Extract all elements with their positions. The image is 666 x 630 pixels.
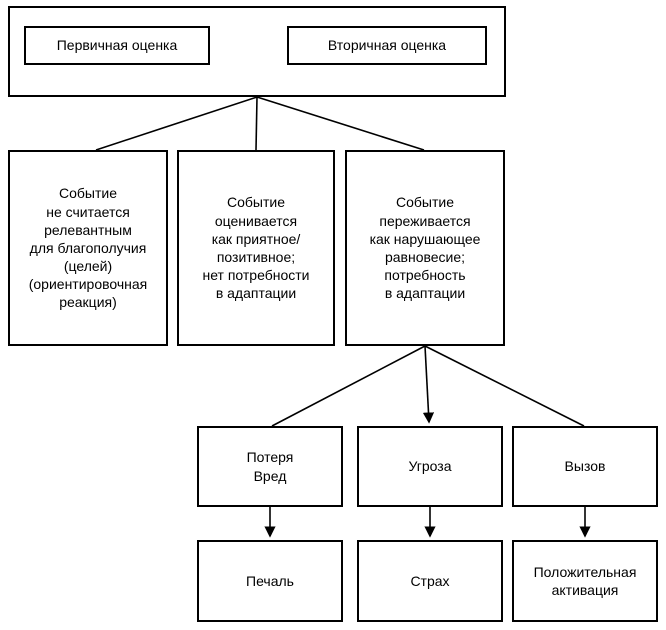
primary-appraisal-box: Первичная оценка — [24, 26, 210, 65]
primary-appraisal-label: Первичная оценка — [56, 37, 178, 54]
loss-harm-box: Потеря Вред — [197, 426, 343, 507]
secondary-appraisal-box: Вторичная оценка — [287, 26, 487, 65]
sadness-label: Печаль — [246, 572, 294, 589]
line-to-not-relevant — [95, 96, 258, 151]
line-to-loss — [271, 345, 426, 427]
positive-activation-box: Положительная активация — [512, 540, 658, 622]
arrow-to-threat — [422, 345, 435, 424]
threat-label: Угроза — [408, 458, 452, 475]
challenge-box: Вызов — [512, 426, 658, 507]
line-to-pleasant — [255, 96, 258, 151]
event-pleasant-label: Событие оценивается как приятное/ позити… — [202, 194, 310, 302]
secondary-appraisal-label: Вторичная оценка — [327, 37, 447, 54]
loss-harm-label: Потеря Вред — [246, 449, 294, 484]
challenge-label: Вызов — [564, 458, 606, 475]
line-to-challenge — [424, 345, 585, 427]
threat-box: Угроза — [357, 426, 503, 507]
event-disturbing-box: Событие переживается как нарушающее равн… — [345, 150, 505, 346]
event-disturbing-label: Событие переживается как нарушающее равн… — [369, 194, 481, 302]
fear-box: Страх — [357, 540, 503, 622]
positive-activation-label: Положительная активация — [533, 563, 637, 598]
fear-label: Страх — [410, 572, 450, 589]
event-not-relevant-box: Событие не считается релевантным для бла… — [8, 150, 168, 346]
event-pleasant-box: Событие оценивается как приятное/ позити… — [177, 150, 335, 346]
line-to-disturbing — [256, 96, 425, 151]
event-not-relevant-label: Событие не считается релевантным для бла… — [28, 185, 148, 311]
sadness-box: Печаль — [197, 540, 343, 622]
